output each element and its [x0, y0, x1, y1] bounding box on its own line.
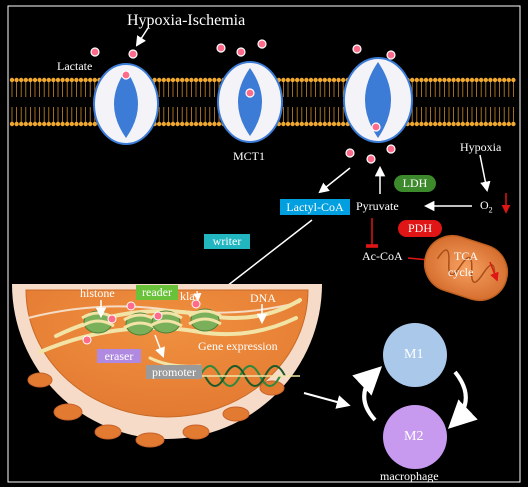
hypoxia-label: Hypoxia	[460, 140, 502, 154]
ldh-badge: LDH	[394, 175, 436, 192]
mct1-channel-1	[93, 63, 159, 145]
kla-marks	[82, 299, 201, 345]
gene-expression-wave	[196, 365, 300, 387]
mitochondrion	[423, 234, 509, 302]
tca-label: TCA	[454, 249, 478, 263]
m1-label: M1	[404, 347, 424, 362]
ac-coa-label: Ac-CoA	[362, 249, 403, 263]
cycle-label: cycle	[448, 265, 474, 279]
macrophage-cycle	[352, 323, 478, 469]
lactate-molecules	[90, 39, 396, 164]
kla-label: kla	[180, 289, 195, 303]
macrophage-label: macrophage	[380, 469, 439, 483]
histone-label: histone	[80, 286, 115, 300]
pyruvate-label: Pyruvate	[356, 199, 399, 213]
o2-label: O2	[480, 198, 493, 215]
mct1-label: MCT1	[233, 149, 266, 163]
hypoxia-ischemia-label: Hypoxia-Ischemia	[127, 12, 246, 29]
gene-expression-label: Gene expression	[198, 339, 278, 353]
mct1-channel-3	[343, 57, 413, 143]
eraser-box: eraser	[97, 349, 141, 363]
m2-label: M2	[404, 429, 424, 444]
reader-box: reader	[136, 285, 178, 300]
promoter-box: promoter	[146, 365, 202, 379]
writer-box: writer	[204, 234, 250, 249]
lactate-label: Lactate	[57, 59, 93, 73]
pdh-badge: PDH	[398, 220, 442, 237]
mct1-channel-2	[217, 61, 283, 143]
lactyl-coa-box: Lactyl-CoA	[280, 199, 350, 215]
dna-label: DNA	[250, 291, 276, 305]
